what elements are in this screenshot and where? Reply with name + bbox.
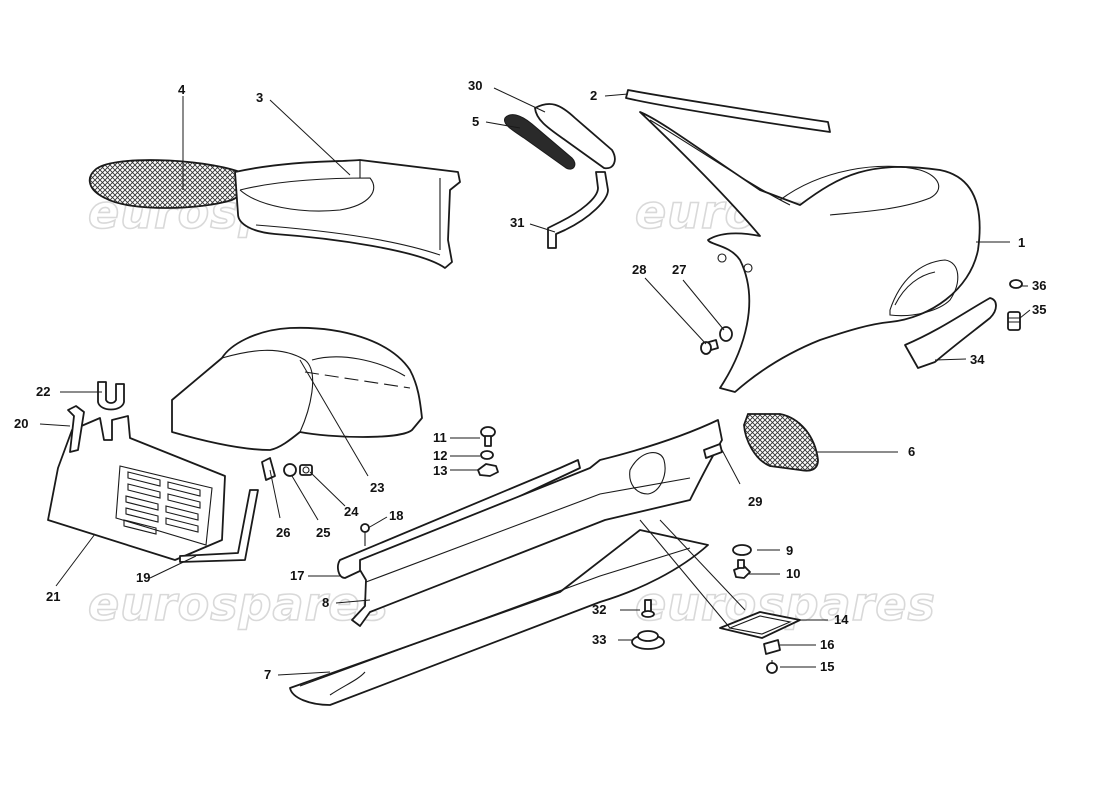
intake-mesh-grille: [88, 159, 247, 209]
u-clip-22: [97, 381, 125, 411]
label-16: 16: [820, 637, 834, 652]
drain-hose: [547, 171, 609, 249]
label-13: 13: [433, 463, 447, 478]
label-30: 30: [468, 78, 482, 93]
tag-29: [703, 443, 723, 459]
label-19: 19: [136, 570, 150, 585]
label-28: 28: [632, 262, 646, 277]
label-32: 32: [592, 602, 606, 617]
label-6: 6: [908, 444, 915, 459]
label-1: 1: [1018, 235, 1025, 250]
screw-11: [480, 426, 496, 447]
washer-27: [719, 326, 733, 342]
side-mesh-grille: [743, 413, 819, 472]
label-25: 25: [316, 525, 330, 540]
label-15: 15: [820, 659, 834, 674]
label-2: 2: [590, 88, 597, 103]
label-3: 3: [256, 90, 263, 105]
label-27: 27: [672, 262, 686, 277]
leader-lines: [39, 87, 1031, 676]
screw-32: [641, 599, 655, 618]
label-12: 12: [433, 448, 447, 463]
label-24: 24: [344, 504, 359, 519]
label-21: 21: [46, 589, 60, 604]
inner-sill-rail: [351, 419, 723, 627]
label-34: 34: [970, 352, 985, 367]
louvred-panel: [47, 415, 226, 561]
screw-15: [766, 660, 778, 674]
wheelarch-liner: [171, 326, 423, 451]
label-8: 8: [322, 595, 329, 610]
seal-19: [179, 489, 259, 563]
drain-channel: [534, 103, 616, 170]
nut-13: [477, 463, 499, 477]
label-33: 33: [592, 632, 606, 647]
label-5: 5: [472, 114, 479, 129]
seal-20: [67, 405, 85, 453]
label-7: 7: [264, 667, 271, 682]
grommet-33: [631, 630, 665, 650]
watermark-bottom-left: eurospares: [88, 577, 389, 631]
washer-9: [732, 544, 752, 556]
label-9: 9: [786, 543, 793, 558]
screw-35: [1007, 311, 1021, 331]
label-35: 35: [1032, 302, 1046, 317]
screw-10: [733, 559, 751, 579]
washer-12: [480, 450, 494, 460]
label-29: 29: [748, 494, 762, 509]
label-20: 20: [14, 416, 28, 431]
clip-16: [763, 639, 781, 655]
label-31: 31: [510, 215, 524, 230]
label-4: 4: [178, 82, 186, 97]
screw-24: [299, 464, 313, 476]
screw-18: [360, 523, 370, 546]
sill-tray: [289, 529, 709, 706]
upper-trim-strip: [625, 89, 831, 133]
label-23: 23: [370, 480, 384, 495]
clip-26: [261, 457, 276, 481]
label-14: 14: [834, 612, 849, 627]
label-11: 11: [433, 430, 447, 445]
lower-trim: [904, 297, 997, 369]
screw-28: [700, 339, 719, 355]
rear-fender-panel: [639, 111, 981, 393]
label-10: 10: [786, 566, 800, 581]
label-18: 18: [389, 508, 403, 523]
gutter-seal: [503, 114, 576, 170]
label-22: 22: [36, 384, 50, 399]
nut-36: [1009, 279, 1023, 289]
label-26: 26: [276, 525, 290, 540]
label-17: 17: [290, 568, 304, 583]
part-labels: 1 2 3 4 5 6 7 8 9 10 11 12 13 14 15 16 1…: [14, 78, 1046, 682]
louvres: [123, 471, 201, 535]
label-36: 36: [1032, 278, 1046, 293]
washer-25: [283, 463, 297, 477]
air-intake-housing: [234, 159, 461, 269]
